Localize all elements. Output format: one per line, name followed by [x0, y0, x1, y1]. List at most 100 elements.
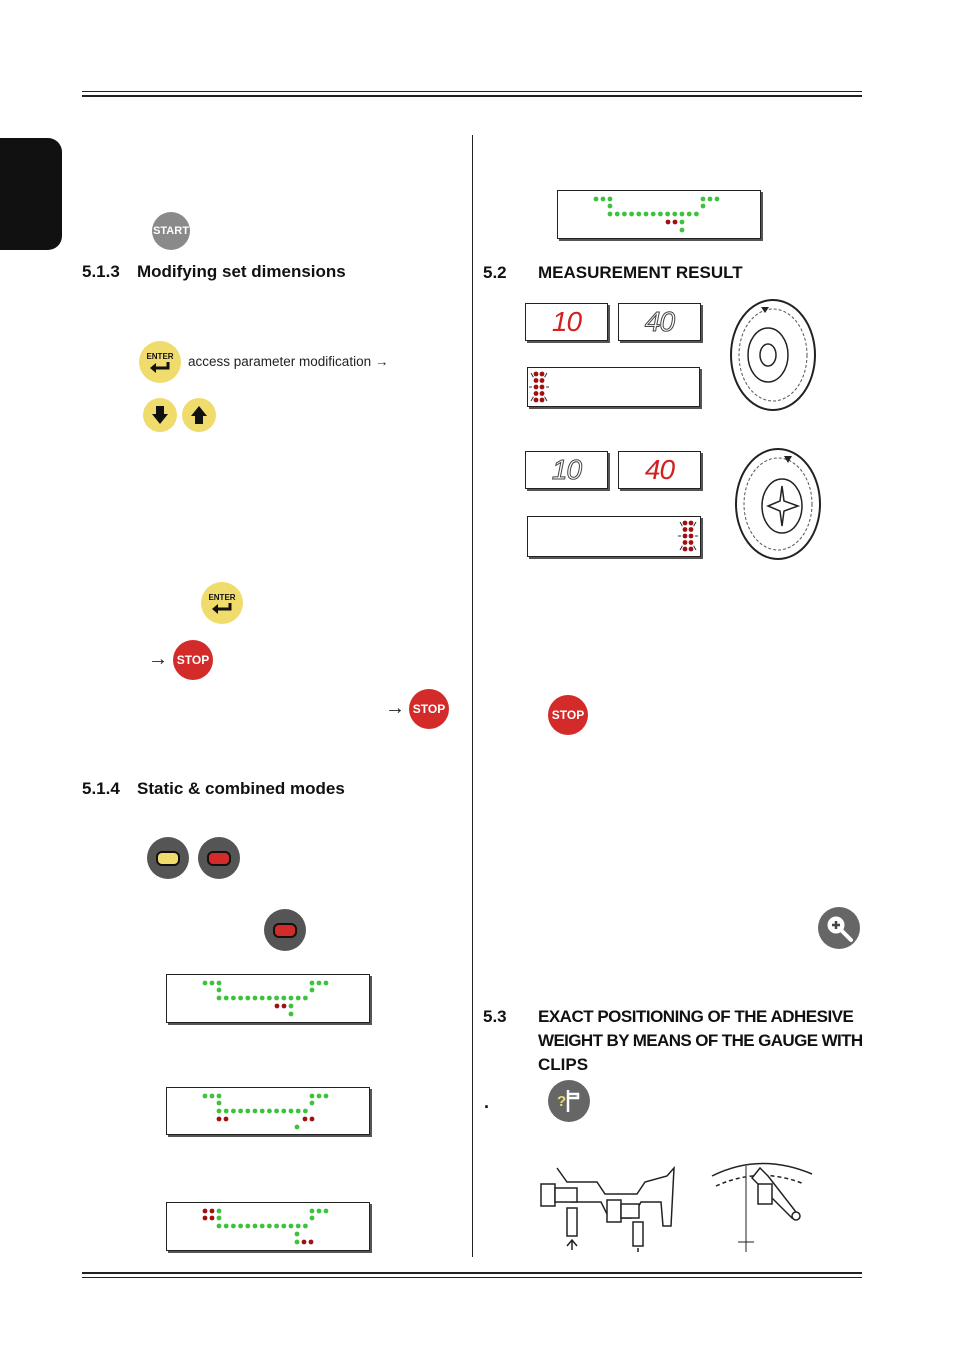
led-dot	[533, 371, 539, 377]
arrow-up-icon	[191, 406, 207, 424]
static-mode-button[interactable]	[147, 837, 189, 879]
enter-return-icon	[150, 361, 170, 373]
led-dot	[288, 1223, 294, 1229]
led-dot	[636, 211, 642, 217]
header-rule-top	[82, 91, 862, 92]
arrow-before-stop-2: →	[385, 697, 405, 719]
zoom-button[interactable]	[818, 907, 860, 949]
led-dot	[679, 227, 685, 233]
led-dot	[288, 995, 294, 1001]
led-dot	[672, 219, 678, 225]
led-dot	[539, 397, 545, 403]
enter-button[interactable]: ENTER	[139, 341, 181, 383]
led-dot	[294, 1239, 300, 1245]
led-dot	[223, 1223, 229, 1229]
flash-ray	[693, 521, 697, 527]
led-dot	[682, 533, 688, 539]
flash-ray	[530, 396, 534, 402]
section-title-line-3: CLIPS	[538, 1055, 589, 1074]
enter-button-confirm[interactable]: ENTER	[201, 582, 243, 624]
led-dot	[238, 995, 243, 1001]
led-dot	[682, 540, 688, 545]
led-dot	[303, 1108, 308, 1114]
led-dot	[316, 1208, 322, 1214]
up-button[interactable]	[182, 398, 216, 432]
led-dot	[309, 1215, 315, 1221]
led-dot	[688, 520, 694, 526]
stop-button-2[interactable]: STOP	[409, 689, 449, 729]
position-led-right	[678, 520, 698, 552]
readout-value: 10	[551, 454, 582, 486]
access-param-label: access parameter modification	[188, 354, 372, 369]
led-dot	[688, 546, 694, 552]
flash-ray	[679, 521, 683, 527]
stop-label: STOP	[412, 702, 446, 716]
section-title: MEASUREMENT RESULT	[538, 263, 743, 282]
start-label: START	[153, 225, 189, 237]
led-dot	[533, 384, 539, 390]
led-dot	[308, 1239, 314, 1245]
led-dot	[688, 527, 694, 532]
led-dot	[316, 980, 322, 986]
led-dot	[707, 196, 713, 202]
led-dot	[267, 1223, 272, 1229]
led-display-3	[166, 1202, 370, 1251]
readout-right-2: 40	[618, 451, 701, 489]
led-dot	[607, 196, 613, 202]
led-dot	[209, 980, 215, 986]
access-param-text: access parameter modification →	[188, 354, 388, 369]
led-dot	[533, 378, 539, 383]
led-dot	[274, 995, 279, 1001]
led-dot	[622, 211, 627, 217]
led-dot	[216, 1100, 222, 1106]
yellow-indicator-icon	[156, 850, 180, 866]
led-dot	[301, 1239, 307, 1245]
enter-label: ENTER	[146, 351, 174, 361]
readout-value: 40	[644, 306, 675, 338]
led-dot	[682, 520, 688, 526]
led-dot	[629, 211, 634, 217]
led-dot	[245, 1223, 251, 1229]
led-dot	[216, 1108, 222, 1114]
led-dot	[202, 1215, 208, 1221]
led-dot	[295, 1223, 301, 1229]
flash-ray	[544, 396, 548, 402]
led-dot	[658, 211, 663, 217]
gauge-help-icon: ?	[557, 1090, 580, 1112]
stop-button[interactable]: STOP	[173, 640, 213, 680]
led-dot	[302, 1116, 308, 1122]
led-dot	[202, 1093, 208, 1099]
wheel-outer-icon	[735, 448, 821, 560]
led-dot	[309, 980, 315, 986]
led-dot	[688, 533, 694, 539]
led-dot	[309, 1093, 315, 1099]
led-dot	[643, 211, 649, 217]
section-number: 5.1.3	[82, 262, 120, 281]
footer-rule-top	[82, 1272, 862, 1274]
gauge-help-button[interactable]: ?	[548, 1080, 590, 1122]
led-dot	[323, 980, 329, 986]
combined-mode-button[interactable]	[198, 837, 240, 879]
down-button[interactable]	[143, 398, 177, 432]
start-button[interactable]: START	[152, 212, 190, 250]
led-dot	[238, 1223, 243, 1229]
led-dot	[245, 1108, 251, 1114]
flash-ray	[544, 372, 548, 378]
combined-mode-button-2[interactable]	[264, 909, 306, 951]
position-display-2	[527, 516, 701, 557]
led-dot	[694, 211, 699, 217]
led-dot	[252, 1223, 258, 1229]
stop-button-3[interactable]: STOP	[548, 695, 588, 735]
led-dot	[216, 1223, 222, 1229]
arrow-before-stop: →	[148, 648, 168, 670]
led-display-top	[557, 190, 761, 239]
stop-label: STOP	[176, 653, 210, 667]
led-dot	[593, 196, 599, 202]
led-dot	[281, 1108, 287, 1114]
led-dot	[281, 1223, 287, 1229]
red-indicator-icon	[273, 922, 297, 938]
led-dot	[539, 371, 545, 377]
